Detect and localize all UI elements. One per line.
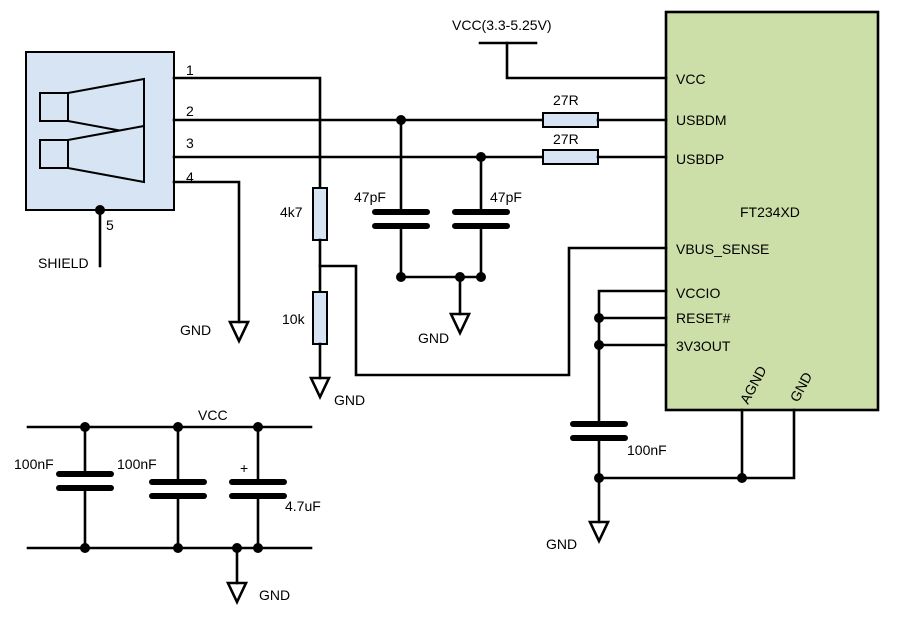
ground-symbol-pin4	[227, 320, 251, 345]
capacitor-100nf-dec1-label: 100nF	[14, 456, 54, 472]
gnd-label-decoupling: GND	[259, 587, 290, 603]
pin-usbdp-label: USBDP	[676, 151, 724, 167]
capacitor-100nf-dec2-label: 100nF	[117, 456, 157, 472]
pin-vcc-label: VCC	[676, 71, 706, 87]
resistor-4k7-label: 4k7	[280, 204, 303, 220]
usb-connector-icon	[25, 51, 175, 211]
shield-junction	[95, 205, 105, 215]
wire-vbus	[172, 76, 322, 190]
ground-symbol-decoupling	[225, 581, 249, 606]
wire-vbus-sense	[318, 246, 668, 377]
connector-pin-4-label: 4	[186, 169, 194, 185]
resistor-10k-label: 10k	[282, 311, 306, 327]
resistor-27r-dp-label: 27R	[553, 131, 579, 147]
vcc-rail-label: VCC	[198, 407, 228, 423]
pin-3v3out-label: 3V3OUT	[676, 338, 731, 354]
resistor-27r-dm-label: 27R	[553, 92, 579, 108]
gnd-label-divider: GND	[334, 392, 365, 408]
capacitor-47pf-dm-label: 47pF	[354, 189, 386, 205]
chip-name-label: FT234XD	[740, 204, 800, 220]
gnd-label-caps: GND	[418, 330, 449, 346]
vcc-supply-label: VCC(3.3-5.25V)	[452, 17, 552, 33]
junction-cap-dm-gnd	[396, 272, 406, 282]
pin-vccio-label: VCCIO	[676, 285, 720, 301]
junction-reset	[594, 313, 604, 323]
gnd-label-chip: GND	[546, 536, 577, 552]
resistor-4k7	[312, 187, 328, 241]
wire-vcc-supply	[505, 41, 668, 80]
ground-symbol-divider	[308, 376, 332, 401]
connector-pin-3-label: 3	[186, 135, 194, 151]
junction-cap-dp-gnd	[476, 272, 486, 282]
resistor-27r-dp	[542, 149, 599, 165]
pin-usbdm-label: USBDM	[676, 112, 727, 128]
capacitor-47pf-dp-label: 47pF	[490, 189, 522, 205]
shield-label: SHIELD	[38, 255, 89, 271]
pin-reset-label: RESET#	[676, 310, 731, 326]
resistor-27r-dm	[542, 112, 599, 128]
junction-bulk-bottom	[253, 543, 263, 553]
wire-chip-gnd-bus	[597, 408, 796, 480]
ft234xd-chip-body	[664, 10, 880, 412]
ground-symbol-caps	[448, 312, 472, 337]
connector-pin-5-label: 5	[106, 217, 114, 233]
resistor-10k	[312, 291, 328, 345]
junction-dec1-bottom	[80, 543, 90, 553]
capacitor-polarity-mark: +	[240, 460, 248, 476]
gnd-label-pin4: GND	[180, 322, 211, 338]
wire-pin4-gnd	[172, 180, 241, 324]
wire-vccio	[597, 289, 668, 426]
capacitor-100nf-3v3-label: 100nF	[627, 442, 667, 458]
capacitor-4-7uf-label: 4.7uF	[285, 498, 321, 514]
ground-symbol-chip	[587, 520, 611, 545]
connector-pin-1-label: 1	[186, 62, 194, 78]
junction-3v3out	[594, 340, 604, 350]
connector-pin-2-label: 2	[186, 103, 194, 119]
pin-vbus-sense-label: VBUS_SENSE	[676, 241, 769, 257]
junction-dec2-bottom	[173, 543, 183, 553]
junction-agnd	[737, 473, 747, 483]
